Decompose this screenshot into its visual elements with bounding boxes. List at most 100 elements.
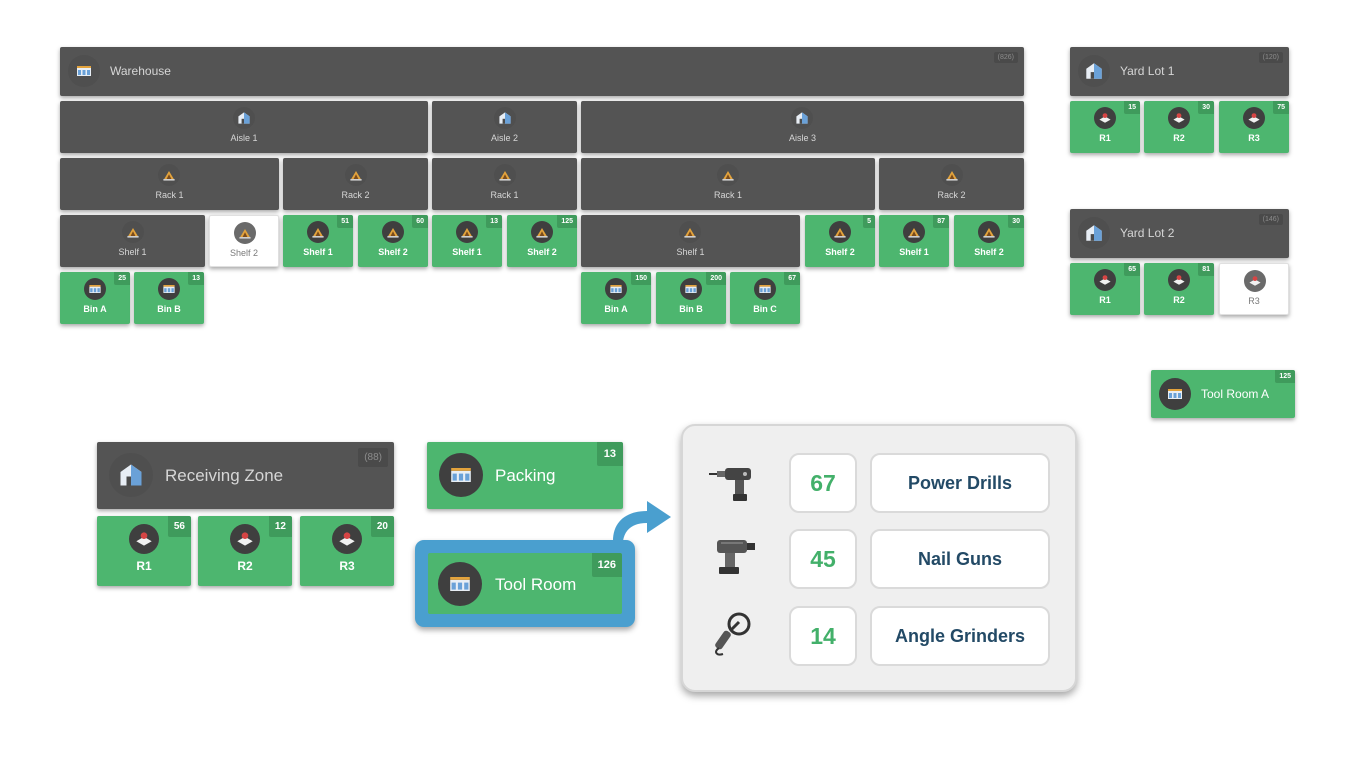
tool-room-tile[interactable]: Tool Room 126	[428, 553, 622, 614]
tool-room-a-tile[interactable]: Tool Room A 125	[1151, 370, 1295, 418]
aisle-label: Aisle 3	[788, 133, 816, 143]
count-badge: 12	[268, 516, 292, 537]
warehouse-count: (826)	[993, 52, 1018, 63]
shelf-tile[interactable]: Shelf 2 30	[954, 215, 1024, 267]
bin-tile[interactable]: Bin B 13	[134, 272, 204, 324]
receiving-zone-header[interactable]: Receiving Zone (88)	[97, 442, 394, 509]
shelf-tile[interactable]: Shelf 1 51	[283, 215, 353, 267]
aisle-1-tile[interactable]: Aisle 1	[60, 101, 428, 153]
bin-tile[interactable]: Bin B 200	[656, 272, 726, 324]
packing-title: Packing	[495, 466, 556, 485]
count-badge: 25	[114, 272, 130, 285]
count-badge: 125	[1275, 370, 1295, 383]
building-icon	[233, 107, 255, 129]
shelf-tile[interactable]: Shelf 1	[60, 215, 205, 267]
rack-icon	[941, 164, 963, 186]
warehouse-icon	[68, 55, 100, 87]
row-label: R2	[237, 559, 253, 573]
rack-tile[interactable]: Rack 1	[432, 158, 577, 210]
rack-label: Rack 1	[155, 190, 184, 200]
receiving-row-tile[interactable]: R2 12	[198, 516, 292, 586]
rack-label: Rack 1	[490, 190, 519, 200]
count-badge: 125	[557, 215, 577, 228]
crate-icon	[84, 278, 106, 300]
count-badge: 13	[596, 442, 623, 466]
location-pin-icon	[129, 524, 159, 554]
yard-lot-2-title: Yard Lot 2	[1120, 226, 1175, 240]
aisle-3-tile[interactable]: Aisle 3	[581, 101, 1024, 153]
count-badge: 200	[706, 272, 726, 285]
row-label: R1	[136, 559, 152, 573]
building-icon	[1078, 55, 1110, 87]
count-badge: 13	[486, 215, 502, 228]
rack-icon	[978, 221, 1000, 243]
yard-lot-2-header[interactable]: Yard Lot 2 (146)	[1070, 209, 1289, 258]
yard-lot-1-header[interactable]: Yard Lot 1 (120)	[1070, 47, 1289, 96]
shelf-label: Shelf 2	[229, 248, 259, 258]
count-badge: 5	[863, 215, 875, 228]
receiving-zone-title: Receiving Zone	[165, 466, 284, 485]
shelf-tile[interactable]: Shelf 2 125	[507, 215, 577, 267]
rack-icon	[307, 221, 329, 243]
expand-arrow-icon	[613, 501, 671, 541]
rack-icon	[382, 221, 404, 243]
location-pin-icon	[1168, 269, 1190, 291]
count-badge: 15	[1124, 101, 1140, 114]
rack-tile[interactable]: Rack 1	[581, 158, 875, 210]
power-drill-icon	[709, 468, 751, 501]
yard-row-tile[interactable]: R3	[1219, 263, 1289, 315]
shelf-label: Shelf 1	[676, 247, 705, 257]
yard-row-tile[interactable]: R3 75	[1219, 101, 1289, 153]
yard-row-tile[interactable]: R2 81	[1144, 263, 1214, 315]
shelf-tile[interactable]: Shelf 1	[581, 215, 800, 267]
count-badge: 13	[188, 272, 204, 285]
shelf-tile[interactable]: Shelf 2 5	[805, 215, 875, 267]
aisle-2-tile[interactable]: Aisle 2	[432, 101, 577, 153]
yard-lot-1-count: (120)	[1258, 52, 1283, 63]
yard-row-tile[interactable]: R2 30	[1144, 101, 1214, 153]
row-label: R2	[1173, 295, 1185, 305]
receiving-row-tile[interactable]: R3 20	[300, 516, 394, 586]
receiving-row-tile[interactable]: R1 56	[97, 516, 191, 586]
crate-icon	[680, 278, 702, 300]
crate-icon	[158, 278, 180, 300]
count-badge: 60	[412, 215, 428, 228]
rack-tile[interactable]: Rack 2	[283, 158, 428, 210]
count-box: 14	[789, 606, 857, 666]
packing-tile[interactable]: Packing 13	[427, 442, 623, 509]
bin-tile[interactable]: Bin A 25	[60, 272, 130, 324]
warehouse-header[interactable]: Warehouse (826)	[60, 47, 1024, 96]
yard-row-tile[interactable]: R1 65	[1070, 263, 1140, 315]
rack-icon	[158, 164, 180, 186]
rack-icon	[903, 221, 925, 243]
rack-tile[interactable]: Rack 1	[60, 158, 279, 210]
shelf-label: Shelf 1	[899, 247, 929, 257]
shelf-tile[interactable]: Shelf 1 87	[879, 215, 949, 267]
receiving-zone-count: (88)	[358, 448, 388, 467]
count-badge: 150	[631, 272, 651, 285]
bin-tile[interactable]: Bin C 67	[730, 272, 800, 324]
building-icon	[791, 107, 813, 129]
yard-lot-2-count: (146)	[1258, 214, 1283, 225]
shelf-tile[interactable]: Shelf 2 60	[358, 215, 428, 267]
location-pin-icon	[1243, 107, 1265, 129]
count-badge: 30	[1198, 101, 1214, 114]
location-pin-icon	[1094, 107, 1116, 129]
rack-icon	[122, 221, 144, 243]
rack-icon	[456, 221, 478, 243]
row-label: R2	[1173, 133, 1185, 143]
yard-row-tile[interactable]: R1 15	[1070, 101, 1140, 153]
building-icon	[1078, 217, 1110, 249]
rack-icon	[345, 164, 367, 186]
shelf-tile[interactable]: Shelf 1 13	[432, 215, 502, 267]
aisle-label: Aisle 2	[490, 133, 518, 143]
rack-tile[interactable]: Rack 2	[879, 158, 1024, 210]
count-badge: 56	[167, 516, 191, 537]
row-label: R3	[339, 559, 355, 573]
count-badge: 51	[337, 215, 353, 228]
shelf-tile[interactable]: Shelf 2	[209, 215, 279, 267]
count-badge: 30	[1008, 215, 1024, 228]
count-badge: 81	[1198, 263, 1214, 276]
bin-tile[interactable]: Bin A 150	[581, 272, 651, 324]
shelf-label: Shelf 1	[118, 247, 147, 257]
